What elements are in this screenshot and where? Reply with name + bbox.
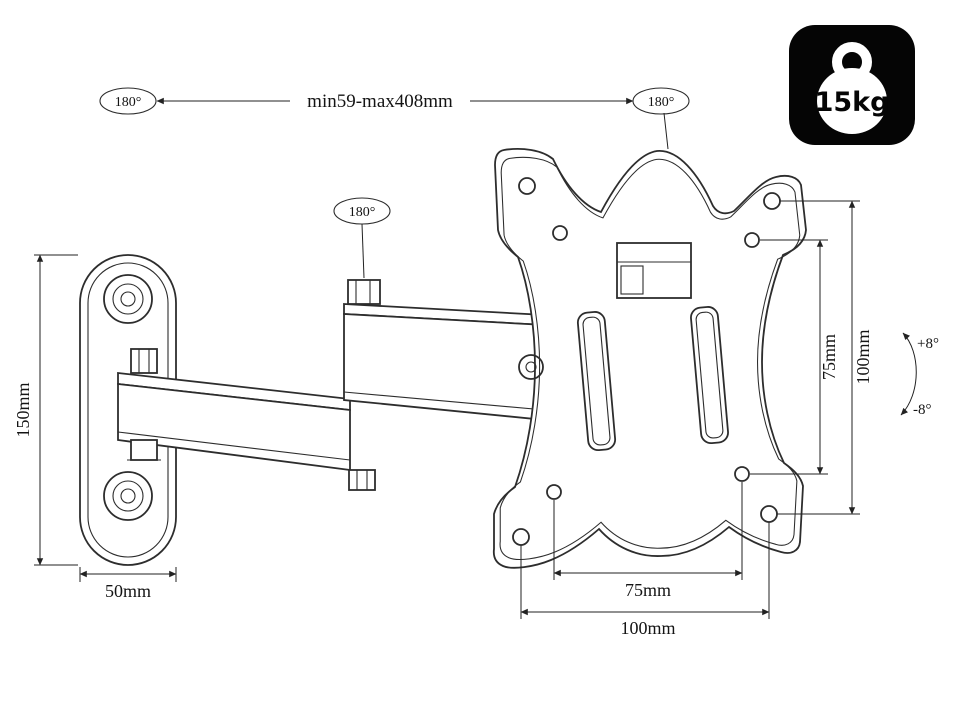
elbow-bolt	[348, 469, 376, 491]
vesa-plate-inner-outline	[499, 156, 801, 560]
vesa-vertical-100-label: 100mm	[853, 329, 873, 384]
kettlebell-icon	[817, 42, 887, 134]
arm-upper-front-face	[343, 313, 546, 421]
elbow-pivot-cap	[347, 279, 381, 305]
plate-swivel-label: 180°	[648, 95, 675, 110]
leader-line	[663, 112, 669, 150]
vesa-horizontal-100-label: 100mm	[620, 618, 675, 638]
elbow-swivel-label: 180°	[349, 205, 376, 220]
wall-pivot-bottom-nut	[127, 439, 161, 461]
vesa-horizontal-75-label: 75mm	[625, 580, 671, 600]
articulating-arm-upper	[343, 279, 546, 421]
dimension-vesa-vertical-100: 100mm	[777, 200, 873, 515]
wall-plate-bottom-hole	[103, 471, 153, 521]
rotation-ellipse	[632, 87, 690, 115]
dimension-wall-plate-height: 150mm	[13, 254, 78, 566]
articulating-arm-lower	[117, 348, 376, 491]
wall-plate-top-hole	[103, 274, 153, 324]
capacity-label: 15kg	[815, 87, 890, 118]
dimension-vesa-vertical-75: 75mm	[750, 239, 839, 475]
vesa-right-slot	[690, 306, 729, 445]
rotation-indicator-plate: 180°	[632, 87, 690, 150]
arm-lower-edge-line	[117, 431, 351, 461]
vesa-top-hook	[616, 242, 692, 299]
vesa-left-slot	[576, 311, 617, 452]
vesa-plate	[492, 147, 807, 569]
kettlebell-body	[817, 68, 887, 134]
tilt-indicator: +8° -8°	[900, 332, 939, 418]
plate-pivot-bolt	[518, 354, 544, 380]
rotation-indicator-elbow: 180°	[333, 197, 391, 279]
wall-pivot-top-nut	[130, 348, 158, 374]
rotation-indicator-wall: 180°	[99, 87, 157, 115]
dimension-wall-plate-width: 50mm	[79, 567, 177, 601]
dimension-extension: min59-max408mm	[156, 91, 634, 112]
wall-plate-width-label: 50mm	[105, 581, 151, 601]
extension-range-label: min59-max408mm	[307, 91, 453, 112]
weight-capacity-badge: 15kg	[789, 25, 915, 145]
rotation-ellipse	[99, 87, 157, 115]
dimension-vesa-horizontal-100: 100mm	[520, 522, 770, 638]
tilt-up-label: +8°	[917, 336, 939, 352]
vesa-inner-holes	[546, 225, 760, 500]
vesa-vertical-75-label: 75mm	[819, 334, 839, 380]
wall-swivel-label: 180°	[115, 95, 142, 110]
dimension-vesa-horizontal-75: 75mm	[553, 482, 743, 600]
leader-line	[361, 223, 365, 279]
arm-upper-edge-line	[343, 391, 546, 411]
vesa-plate-outline	[492, 147, 807, 569]
tilt-arc	[900, 332, 917, 416]
tilt-down-label: -8°	[913, 402, 932, 418]
wall-plate-height-label: 150mm	[13, 382, 33, 437]
